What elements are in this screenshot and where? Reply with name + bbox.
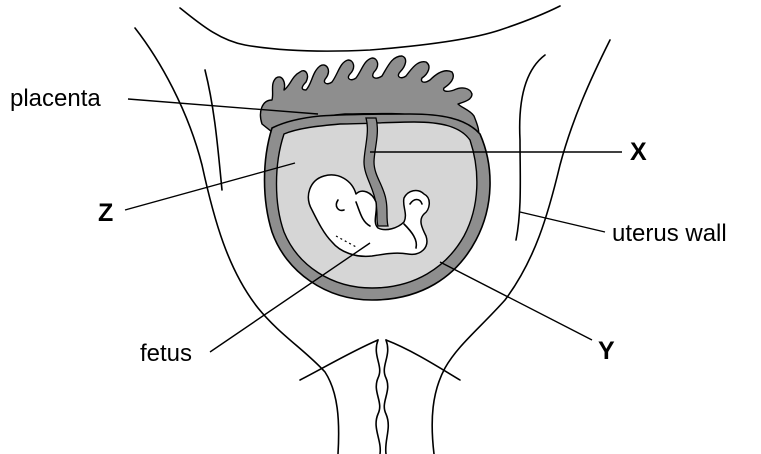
leader-y (440, 262, 592, 340)
label-fetus: fetus (140, 342, 192, 366)
cervix (300, 340, 460, 454)
label-placenta: placenta (10, 87, 101, 111)
label-x: X (630, 140, 647, 165)
label-y: Y (598, 339, 615, 364)
label-uterus-wall: uterus wall (612, 222, 727, 246)
leader-uterus-wall (520, 212, 605, 232)
label-z: Z (98, 201, 113, 226)
